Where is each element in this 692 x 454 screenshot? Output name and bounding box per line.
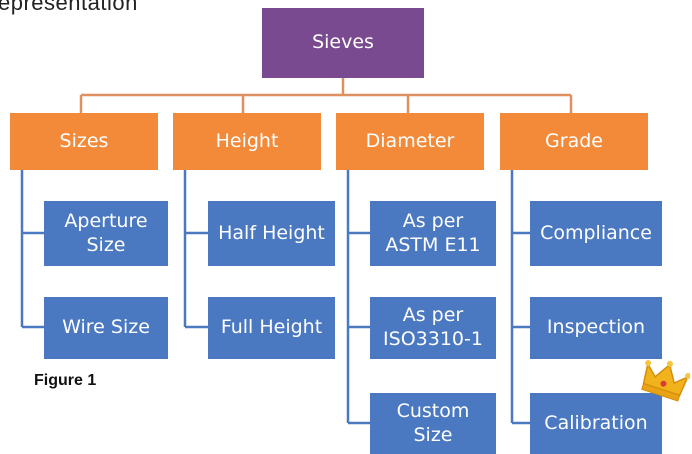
root-node-sieves: Sieves xyxy=(262,8,424,78)
category-diameter: Diameter xyxy=(336,113,484,170)
item-aperture-size: Aperture Size xyxy=(44,201,168,266)
figure-caption: Figure 1 xyxy=(34,372,97,389)
page-heading-fragment: epresentation xyxy=(0,0,138,15)
item-compliance: Compliance xyxy=(530,201,662,266)
category-sizes: Sizes xyxy=(10,113,158,170)
crown-icon xyxy=(641,360,690,402)
category-grade: Grade xyxy=(500,113,648,170)
item-inspection: Inspection xyxy=(530,297,662,359)
category-height: Height xyxy=(173,113,321,170)
item-full-height: Full Height xyxy=(208,297,335,359)
item-wire-size: Wire Size xyxy=(44,297,168,359)
item-half-height: Half Height xyxy=(208,201,335,266)
item-calibration: Calibration xyxy=(530,393,662,454)
item-astm-e11: As per ASTM E11 xyxy=(370,201,496,266)
item-custom-size: Custom Size xyxy=(370,393,496,454)
item-iso3310-1: As per ISO3310-1 xyxy=(370,297,496,359)
